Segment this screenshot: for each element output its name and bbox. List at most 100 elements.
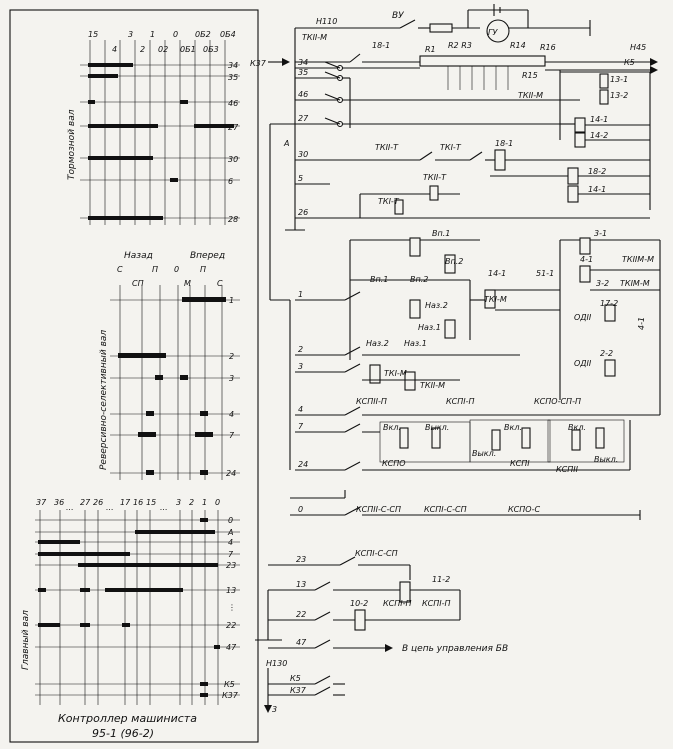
label-vp2: Вп.2 bbox=[445, 257, 463, 266]
label-vp1: Вп.1 bbox=[432, 229, 450, 238]
label-kspi-p2: КСПI-П bbox=[383, 599, 412, 608]
reverser-row-24: 24 bbox=[226, 469, 236, 478]
label-kspii-s-sp: КСПII-С-СП bbox=[356, 505, 401, 514]
wire-27: 27 bbox=[298, 114, 309, 123]
brake-shaft-chart bbox=[80, 40, 240, 225]
label-kspi-s-sp2: КСПI-С-СП bbox=[355, 549, 398, 558]
wire-23: 23 bbox=[296, 555, 306, 564]
label-14-1: 14-1 bbox=[590, 115, 608, 124]
wire-2: 2 bbox=[298, 345, 303, 354]
panel-caption-model: 95-1 (96-2) bbox=[92, 727, 154, 740]
brake-col-0b2: 0Б2 bbox=[195, 30, 211, 39]
reverser-group-forward: Вперед bbox=[190, 251, 225, 261]
label-3-2: 3-2 bbox=[596, 279, 609, 288]
brake-col-4: 4 bbox=[112, 45, 117, 54]
main-col-0: 0 bbox=[215, 498, 220, 507]
wire-1: 1 bbox=[298, 290, 303, 299]
label-naz2: Наз.2 bbox=[425, 301, 448, 310]
reverser-row-2: 2 bbox=[229, 352, 234, 361]
brake-col-3: 3 bbox=[128, 30, 133, 39]
label-vykl1: Выкл. bbox=[425, 423, 449, 432]
label-k5: К5 bbox=[624, 58, 635, 67]
label-kspii: КСПII bbox=[556, 465, 579, 474]
label-naz1: Наз.1 bbox=[418, 323, 441, 332]
main-col-17: 17 bbox=[120, 498, 131, 507]
circuit-wiring bbox=[255, 4, 661, 713]
main-col-dots1: ... bbox=[66, 503, 74, 512]
label-tki-t-1: ТКI-Т bbox=[440, 143, 462, 152]
label-tkii-m-2: ТКII-М bbox=[518, 91, 543, 100]
label-13-1: 13-1 bbox=[610, 75, 628, 84]
label-kspo: КСПО bbox=[382, 459, 406, 468]
brake-col-15: 15 bbox=[88, 30, 98, 39]
wire-4: 4 bbox=[298, 405, 303, 414]
label-vkl3: Вкл. bbox=[568, 423, 586, 432]
reverser-col-c2: С bbox=[217, 279, 223, 288]
main-shaft-title: Главный вал bbox=[21, 610, 31, 670]
label-13-2: 13-2 bbox=[610, 91, 628, 100]
wire-35: 35 bbox=[298, 68, 308, 77]
label-14-1b: 14-1 bbox=[588, 185, 606, 194]
brake-row-30: 30 bbox=[228, 155, 238, 164]
brake-col-0b4: 0Б4 bbox=[220, 30, 236, 39]
wire-22: 22 bbox=[296, 610, 306, 619]
label-4-1v: 4-1 bbox=[637, 317, 646, 330]
main-row-13: 13 bbox=[226, 586, 236, 595]
main-row-ellipsis: ⋮ bbox=[228, 603, 236, 612]
brake-col-0b1: 0Б1 bbox=[180, 45, 196, 54]
wire-26: 26 bbox=[298, 208, 308, 217]
label-r2r3: R2 R3 bbox=[448, 41, 472, 50]
label-vykl3: Выкл. bbox=[594, 455, 618, 464]
label-a: А bbox=[283, 139, 289, 148]
label-kspo-sp-p: КСПО-СП-П bbox=[534, 397, 581, 406]
main-col-26: 26 bbox=[93, 498, 103, 507]
label-tkim-r: ТКIМ-М bbox=[620, 279, 650, 288]
label-tkii-t-1: ТКII-Т bbox=[375, 143, 399, 152]
main-row-47: 47 bbox=[226, 643, 237, 652]
main-row-0: 0 bbox=[228, 516, 233, 525]
main-row-k37: К37 bbox=[222, 691, 239, 700]
main-col-27: 27 bbox=[80, 498, 91, 507]
label-kspii-p: КСПII-П bbox=[356, 397, 387, 406]
label-to-bv: В цепь управления БВ bbox=[402, 644, 508, 654]
controller-panel-frame bbox=[9, 9, 259, 743]
brake-row-46: 46 bbox=[228, 99, 238, 108]
main-col-dots3: ... bbox=[160, 503, 168, 512]
brake-row-27: 27 bbox=[228, 123, 239, 132]
wire-30: 30 bbox=[298, 150, 308, 159]
reverser-row-3: 3 bbox=[229, 374, 234, 383]
label-11-2: 11-2 bbox=[432, 575, 450, 584]
reverser-col-p2: П bbox=[200, 265, 206, 274]
label-tkiim-r: ТКIIМ-М bbox=[622, 255, 654, 264]
label-vkl1: Вкл. bbox=[383, 423, 401, 432]
wire-47: 47 bbox=[296, 638, 307, 647]
brake-row-35: 35 bbox=[228, 73, 238, 82]
label-kspi-p3: КСПI-П bbox=[422, 599, 451, 608]
label-naz1b: Наз.1 bbox=[404, 339, 427, 348]
label-gu: ГУ bbox=[488, 28, 498, 37]
reverser-col-sp: СП bbox=[132, 279, 144, 288]
label-14-2: 14-2 bbox=[590, 131, 608, 140]
reverser-col-c1: С bbox=[117, 265, 123, 274]
main-col-37: 37 bbox=[36, 498, 47, 507]
label-odii-b: ОДII bbox=[574, 359, 592, 368]
label-17-2: 17-2 bbox=[600, 299, 618, 308]
label-4-1: 4-1 bbox=[580, 255, 593, 264]
label-k5b: К5 bbox=[290, 674, 301, 683]
label-51-1: 51-1 bbox=[536, 269, 554, 278]
label-kspi: КСПI bbox=[510, 459, 530, 468]
main-row-23: 23 bbox=[226, 561, 236, 570]
main-col-15: 15 bbox=[146, 498, 156, 507]
label-r16: R16 bbox=[540, 43, 556, 52]
wire-34: 34 bbox=[298, 58, 308, 67]
label-r1: R1 bbox=[425, 45, 436, 54]
label-odii: ОДII bbox=[574, 313, 592, 322]
label-kspo-s: КСПО-С bbox=[508, 505, 540, 514]
main-row-7: 7 bbox=[228, 550, 234, 559]
label-vu: ВУ bbox=[392, 11, 404, 21]
label-tkii-t-2: ТКII-Т bbox=[423, 173, 447, 182]
label-r14: R14 bbox=[510, 41, 526, 50]
label-18-1: 18-1 bbox=[372, 41, 390, 50]
label-tki-m-2: ТКI-М bbox=[384, 369, 407, 378]
reverser-shaft-title: Реверсивно-селективный вал bbox=[99, 330, 109, 470]
